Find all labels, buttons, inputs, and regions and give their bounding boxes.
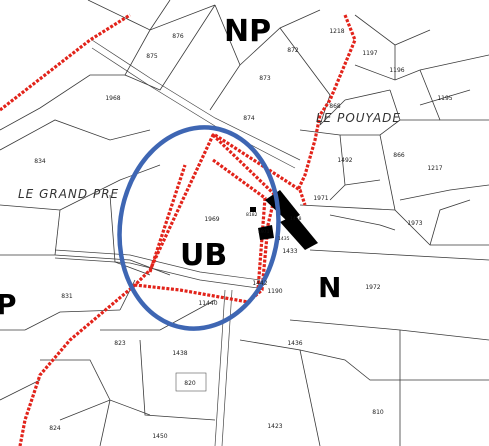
small-label-b: 1438 — [290, 216, 302, 222]
small-label-c: 1971 — [258, 229, 270, 235]
parcel-number-1218: 1218 — [329, 28, 344, 35]
parcel-number-868: 868 — [329, 103, 341, 110]
parcel-number-873: 873 — [259, 75, 271, 82]
parcel-number-11440: 11440 — [198, 300, 217, 307]
parcel-number-1973: 1973 — [407, 220, 422, 227]
building-small — [258, 225, 274, 240]
building-annex — [280, 215, 318, 250]
parcel-labels: 876 875 872 1218 1197 1196 1195 873 1968 874 868 86… — [34, 28, 453, 440]
parcel-number-1971: 1971 — [313, 195, 328, 202]
parcel-number-1450: 1450 — [152, 433, 167, 440]
parcel-number-1217: 1217 — [427, 165, 442, 172]
parcel-number-1972: 1972 — [365, 284, 380, 291]
building-main — [265, 190, 300, 222]
parcel-number-875: 875 — [146, 53, 158, 60]
small-label-a: 8182 — [246, 212, 258, 218]
building-square — [250, 207, 256, 212]
parcel-number-1442: 1442 — [252, 280, 267, 287]
locality-le-grand-pre: LE GRAND PRE — [18, 187, 119, 201]
small-label-d: 1435 — [278, 236, 290, 242]
parcel-number-866: 866 — [393, 152, 405, 159]
parcel-number-1190: 1190 — [267, 288, 282, 295]
parcel-number-1195: 1195 — [437, 95, 452, 102]
parcel-number-820: 820 — [184, 380, 196, 387]
parcel-number-1436: 1436 — [287, 340, 302, 347]
locality-le-pouyade: LE POUYADE — [316, 111, 401, 125]
parcel-number-834: 834 — [34, 158, 46, 165]
zone-label-np: NP — [224, 14, 271, 49]
buildings — [250, 190, 318, 250]
parcel-number-824: 824 — [49, 425, 61, 432]
parcel-number-1423: 1423 — [267, 423, 282, 430]
highlight-ring — [117, 125, 281, 331]
parcel-number-1196: 1196 — [389, 67, 404, 74]
parcel-number-1438: 1438 — [172, 350, 187, 357]
parcel-number-831: 831 — [61, 293, 73, 300]
parcel-number-1969: 1969 — [204, 216, 219, 223]
zone-label-np-fragment: P — [0, 288, 17, 321]
parcel-number-1968: 1968 — [105, 95, 120, 102]
parcel-number-872: 872 — [287, 47, 299, 54]
parcel-number-874: 874 — [243, 115, 255, 122]
parcel-number-1492: 1492 — [337, 157, 352, 164]
parcel-number-810: 810 — [372, 409, 384, 416]
parcel-number-876: 876 — [172, 33, 184, 40]
parcel-number-1433: 1433 — [282, 248, 297, 255]
zone-label-n: N — [318, 271, 341, 304]
zone-label-ub: UB — [180, 238, 227, 273]
parcel-number-1197: 1197 — [362, 50, 377, 57]
parcel-number-823: 823 — [114, 340, 126, 347]
